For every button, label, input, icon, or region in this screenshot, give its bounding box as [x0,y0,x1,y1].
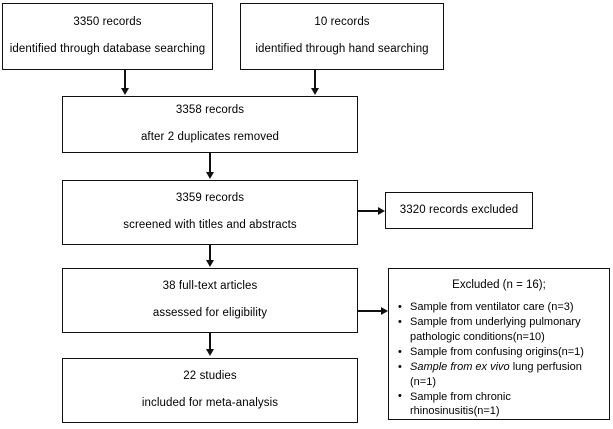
connector-dedup-to-screened [209,153,211,173]
bullet-icon: • [398,390,402,403]
box-hand-search: 10 records identified through hand searc… [240,3,444,70]
box-records-excluded-line1: 3320 records excluded [399,203,519,216]
excluded-reason-item: • Sample from chronic rhinosinusitis(n=1) [397,390,603,419]
box-studies-included-line1: 22 studies [183,370,237,383]
excluded-reasons-title: Excluded (n = 16); [452,279,546,291]
box-records-screened-line2: screened with titles and abstracts [123,219,297,231]
box-hand-search-line2: identified through hand searching [255,43,429,55]
bullet-icon: • [398,315,402,328]
bullet-icon: • [398,300,402,313]
excluded-reason-text: Sample from chronic rhinosinusitis(n=1) [410,390,511,418]
arrowhead-screened-to-fulltext [206,260,214,267]
box-database-search-line2: identified through database searching [9,43,206,55]
excluded-reason-item: • Sample from underlying pulmonary [397,315,603,330]
connector-fulltext-to-included [209,333,211,350]
box-excluded-reasons: Excluded (n = 16); • Sample from ventilat… [388,268,610,420]
excluded-reason-item: • Sample from confusing origins(n=1) [397,345,603,360]
excluded-reason-text: Sample from ventilator care (n=3) [410,301,574,313]
box-records-screened: 3359 records screened with titles and ab… [62,180,358,245]
connector-database-to-dedup [124,70,126,89]
box-studies-included: 22 studies included for meta-analysis [62,358,358,423]
excluded-reason-item: • Sample from ex vivo lung perfusion (n=1… [397,360,603,389]
box-duplicates-removed: 3358 records after 2 duplicates removed [62,96,358,153]
box-records-screened-line1: 3359 records [175,192,245,205]
connector-screened-to-excluded [358,210,379,212]
excluded-reason-text: pathologic conditions(n=10) [410,331,545,344]
arrowhead-fulltext-to-included [206,349,214,356]
box-duplicates-removed-line1: 3358 records [175,104,245,117]
excluded-reason-text: Sample from underlying pulmonary [410,316,581,329]
box-hand-search-line1: 10 records [314,16,370,29]
box-records-excluded: 3320 records excluded [385,192,533,229]
arrowhead-fulltext-to-excluded-reasons [381,307,388,315]
connector-hand-to-dedup [314,70,316,89]
box-database-search: 3350 records identified through database… [2,3,213,70]
excluded-reason-item: pathologic conditions(n=10) [397,330,603,345]
arrowhead-dedup-to-screened [206,172,214,179]
arrowhead-hand-to-dedup [311,88,319,95]
excluded-reason-lead: Sample from ex vivo [410,361,510,374]
excluded-reason-text: Sample from confusing origins(n=1) [410,346,584,359]
arrowhead-database-to-dedup [121,88,129,95]
bullet-icon: • [398,360,402,373]
box-duplicates-removed-line2: after 2 duplicates removed [140,131,280,143]
box-full-text-assessed-line1: 38 full-text articles [162,280,258,293]
box-database-search-line1: 3350 records [73,16,142,29]
excluded-reason-text: lung perfusion (n=1) [410,361,582,388]
box-full-text-assessed: 38 full-text articles assessed for eligi… [62,268,358,333]
arrowhead-screened-to-excluded [378,207,385,215]
excluded-reasons-list: • Sample from ventilator care (n=3) • Sampl… [389,300,609,419]
connector-fulltext-to-excluded-reasons [358,310,382,312]
box-studies-included-line2: included for meta-analysis [141,397,279,409]
bullet-icon: • [398,345,402,358]
excluded-reason-item: • Sample from ventilator care (n=3) [397,300,603,315]
connector-screened-to-fulltext [209,245,211,261]
box-full-text-assessed-line2: assessed for eligibility [152,307,268,319]
